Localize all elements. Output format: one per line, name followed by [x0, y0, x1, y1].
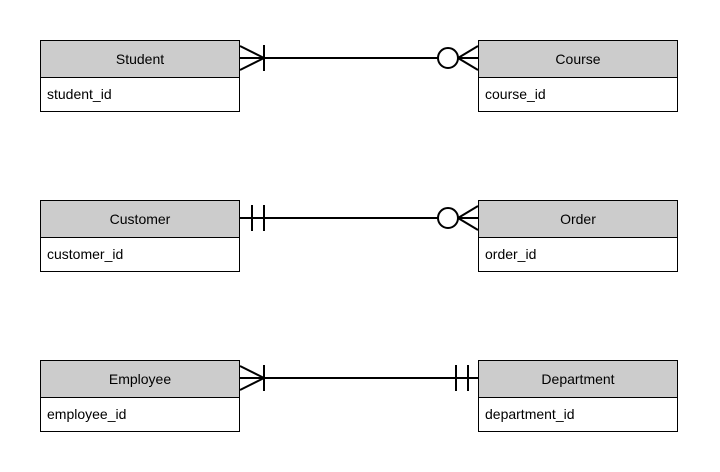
entity-name: Customer — [41, 201, 239, 238]
cardinality-right-zero-or-many — [437, 205, 479, 231]
crows-foot-lower — [457, 217, 479, 231]
crows-foot-lower — [239, 377, 265, 391]
cardinality-circle — [437, 47, 459, 69]
crows-foot-lower — [239, 57, 265, 71]
crows-foot-upper — [239, 365, 265, 379]
cardinality-left-one-or-many — [239, 45, 265, 71]
relationship-student-course — [239, 45, 479, 71]
entity-attribute: order_id — [479, 238, 677, 271]
crows-foot-upper — [457, 205, 479, 219]
crows-foot-lower — [457, 57, 479, 71]
entity-order[interactable]: Order order_id — [478, 200, 678, 272]
entity-name: Department — [479, 361, 677, 398]
entity-attribute: customer_id — [41, 238, 239, 271]
entity-course[interactable]: Course course_id — [478, 40, 678, 112]
crows-foot-upper — [239, 45, 265, 59]
entity-attribute: course_id — [479, 78, 677, 111]
entity-department[interactable]: Department department_id — [478, 360, 678, 432]
cardinality-right-exactly-one — [455, 365, 469, 391]
cardinality-circle — [437, 207, 459, 229]
relationship-employee-department — [239, 365, 478, 391]
entity-name: Employee — [41, 361, 239, 398]
entity-student[interactable]: Student student_id — [40, 40, 240, 112]
entity-attribute: employee_id — [41, 398, 239, 431]
cardinality-right-zero-or-many — [437, 45, 479, 71]
entity-name: Order — [479, 201, 677, 238]
entity-customer[interactable]: Customer customer_id — [40, 200, 240, 272]
entity-attribute: student_id — [41, 78, 239, 111]
cardinality-left-one-or-many — [239, 365, 265, 391]
crows-foot-upper — [457, 45, 479, 59]
cardinality-left-exactly-one — [251, 205, 265, 231]
entity-name: Student — [41, 41, 239, 78]
entity-name: Course — [479, 41, 677, 78]
entity-employee[interactable]: Employee employee_id — [40, 360, 240, 432]
relationship-customer-order — [240, 205, 479, 231]
entity-attribute: department_id — [479, 398, 677, 431]
